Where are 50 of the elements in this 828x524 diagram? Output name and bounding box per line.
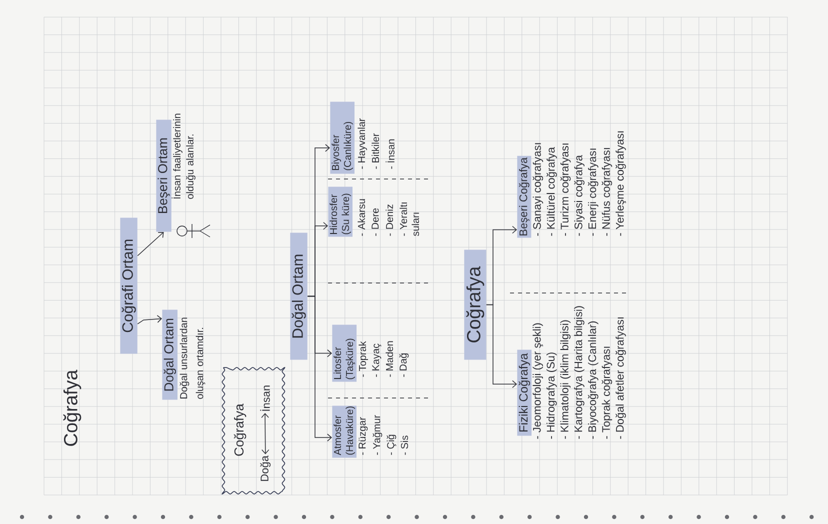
list-item: - Çiğ [386,434,396,455]
list-item: - Rüzgar [358,417,368,455]
list-item: - Nüfus coğrafyası [602,148,612,236]
list-item: - Toprak [358,341,368,377]
list-item: - Sanayi coğrafyası [532,143,544,236]
list-item: - Yerleşme coğrafyası [616,131,626,236]
list-item: - Dere [372,208,379,236]
list-item: - Hayvanlar [358,118,368,169]
description-text: Doğal unsurlardan oluşan ortamdır. [180,318,206,399]
list-item: - Bitkiler [372,133,380,169]
highlighted-heading: Coğrafi Ortam [120,218,138,354]
list-item: - Kayaç [372,344,382,377]
list-item: - Yeraltı suları [400,202,420,236]
highlighted-heading: Fiziki Coğrafya [517,350,532,436]
highlighted-heading: Beşeri Ortam [156,120,172,232]
list-item: - Akarsu [358,199,366,236]
list-item: - Sis [400,436,408,455]
list-item: - Doğal afetler coğrafyası [616,317,626,439]
list-item: - Jeomorfoloji (yer şekli) [532,323,543,439]
list-item: - Deniz [386,204,394,236]
list-item: - Siyasi coğrafya [574,155,584,236]
highlighted-heading: Beşeri Coğrafya [517,156,532,238]
list-item: - Kartografya (Harita bilgisi) [574,306,584,439]
highlighted-heading: Doğal Ortam [162,310,178,400]
highlighted-heading: Hidrosfer (Su küre) [328,186,353,237]
list-item: - Turizm coğrafyası [560,144,571,236]
list-item: - Klimatoloji (iklim bilgisi) [560,320,571,439]
list-item: - Enerji coğrafyası [588,148,598,236]
node-label: Doğa [260,456,271,481]
list-item: - Yağmur [372,415,382,455]
list-item: - Dağ [399,353,409,377]
list-item: - Kültürel coğrafya [546,147,557,236]
node-label: İnsan [260,386,270,411]
list-item: - Hidrografya (Su) [546,352,557,439]
page-title: Coğrafya [63,370,82,446]
arrow [486,226,517,306]
list-item: - Toprak coğrafyası [602,346,612,439]
arrow [137,315,162,324]
arrow [137,232,164,256]
highlighted-heading: Coğrafya [464,250,486,360]
highlighted-heading: Atmosfer (Havaküre) [332,406,356,458]
double-arrow [261,412,270,454]
list-item: - İnsan [386,139,394,169]
highlighted-heading: Biyosfer (Canlıküre) [330,102,355,174]
description-text: İnsan faaliyetlerinin olduğu alanlar. [172,114,196,199]
arrow [307,144,330,297]
list-item: - Biyocoğrafya (Canlılar) [588,321,598,439]
highlighted-heading: Doğal Ortam [290,232,308,360]
list-item: - Maden [386,341,394,377]
highlighted-heading: Litosfer (Taşküre) [332,324,357,382]
